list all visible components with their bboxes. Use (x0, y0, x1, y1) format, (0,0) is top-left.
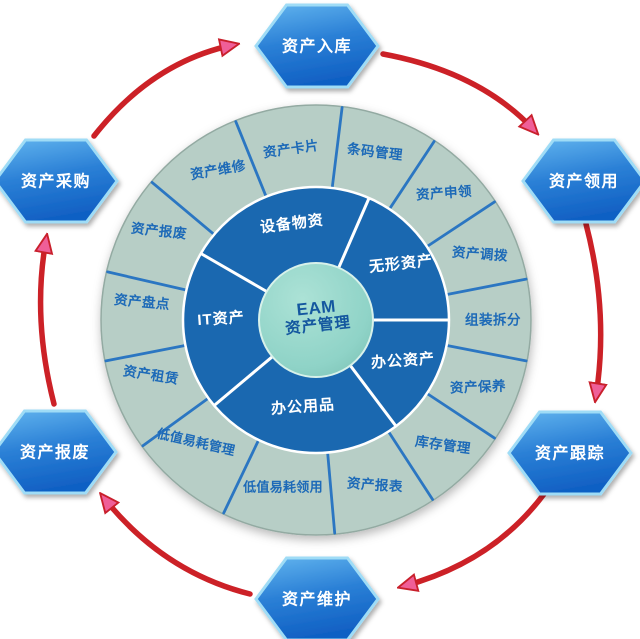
outer-ring-label-assembly-split: 组装拆分 (465, 312, 521, 328)
hexagon-label-asset-maintenance: 资产维护 (282, 590, 352, 609)
outer-ring-dividers (104, 106, 528, 535)
outer-ring-label-inventory-management: 库存管理 (414, 433, 472, 457)
hexagon-asset-maintenance: 资产维护 (254, 556, 380, 639)
outer-ring-label-asset-upkeep: 资产保养 (450, 378, 507, 396)
hexagon-asset-scrapping: 资产报废 (0, 409, 118, 495)
asset-wheel: 资产卡片 条码管理 资产申领 资产调拨 组装拆分 资产保养 库存管理 资产报表 … (100, 104, 532, 536)
cycle-arrow-requisition-to-tracking (583, 221, 601, 396)
cycle-arrow-tracking-to-maintenance (404, 491, 547, 586)
center-circle (258, 262, 374, 378)
hexagon-label-asset-scrapping: 资产报废 (20, 443, 90, 462)
inner-ring-label-office-supplies: 办公用品 (270, 395, 335, 417)
cycle-arrow-inbound-to-requisition (380, 51, 534, 130)
outer-ring-label-asset-transfer: 资产调拨 (452, 244, 509, 264)
hexagon-label-asset-tracking: 资产跟踪 (535, 444, 605, 463)
hexagon-asset-tracking: 资产跟踪 (507, 410, 633, 496)
outer-ring-label-consumables-requisition: 低值易耗领用 (242, 480, 323, 495)
inner-ring-dividers (200, 197, 450, 427)
hexagon-nodes: 资产入库 资产领用 资产跟踪 资产维护 资产报废 资产采购 (0, 3, 640, 639)
outer-ring-label-asset-report: 资产报表 (347, 475, 404, 495)
inner-ring-label-office-assets: 办公资产 (370, 349, 435, 371)
outer-ring-label-asset-application: 资产申领 (415, 183, 472, 203)
hexagon-label-asset-requisition: 资产领用 (549, 172, 619, 191)
hexagon-label-asset-procurement: 资产采购 (21, 172, 91, 191)
outer-ring-label-asset-scrap: 资产报废 (130, 220, 187, 242)
cycle-arrow-scrapping-to-procurement (41, 240, 57, 407)
inner-ring-label-it-assets: IT资产 (197, 308, 245, 329)
outer-ring-label-asset-card: 资产卡片 (262, 137, 320, 161)
hexagon-asset-inbound: 资产入库 (254, 3, 380, 89)
hexagon-asset-procurement: 资产采购 (0, 138, 119, 224)
hexagon-label-asset-inbound: 资产入库 (282, 37, 352, 56)
cycle-arrow-maintenance-to-scrapping (104, 498, 253, 597)
outer-ring-label-asset-stocktake: 资产盘点 (113, 291, 170, 312)
center-label-eam: EAM (296, 297, 337, 320)
cycle-arrow-procurement-to-inbound (91, 45, 233, 139)
cycle-arrows (41, 45, 601, 597)
hexagon-asset-requisition: 资产领用 (521, 138, 640, 224)
outer-ring-label-barcode-management: 条码管理 (345, 140, 404, 163)
